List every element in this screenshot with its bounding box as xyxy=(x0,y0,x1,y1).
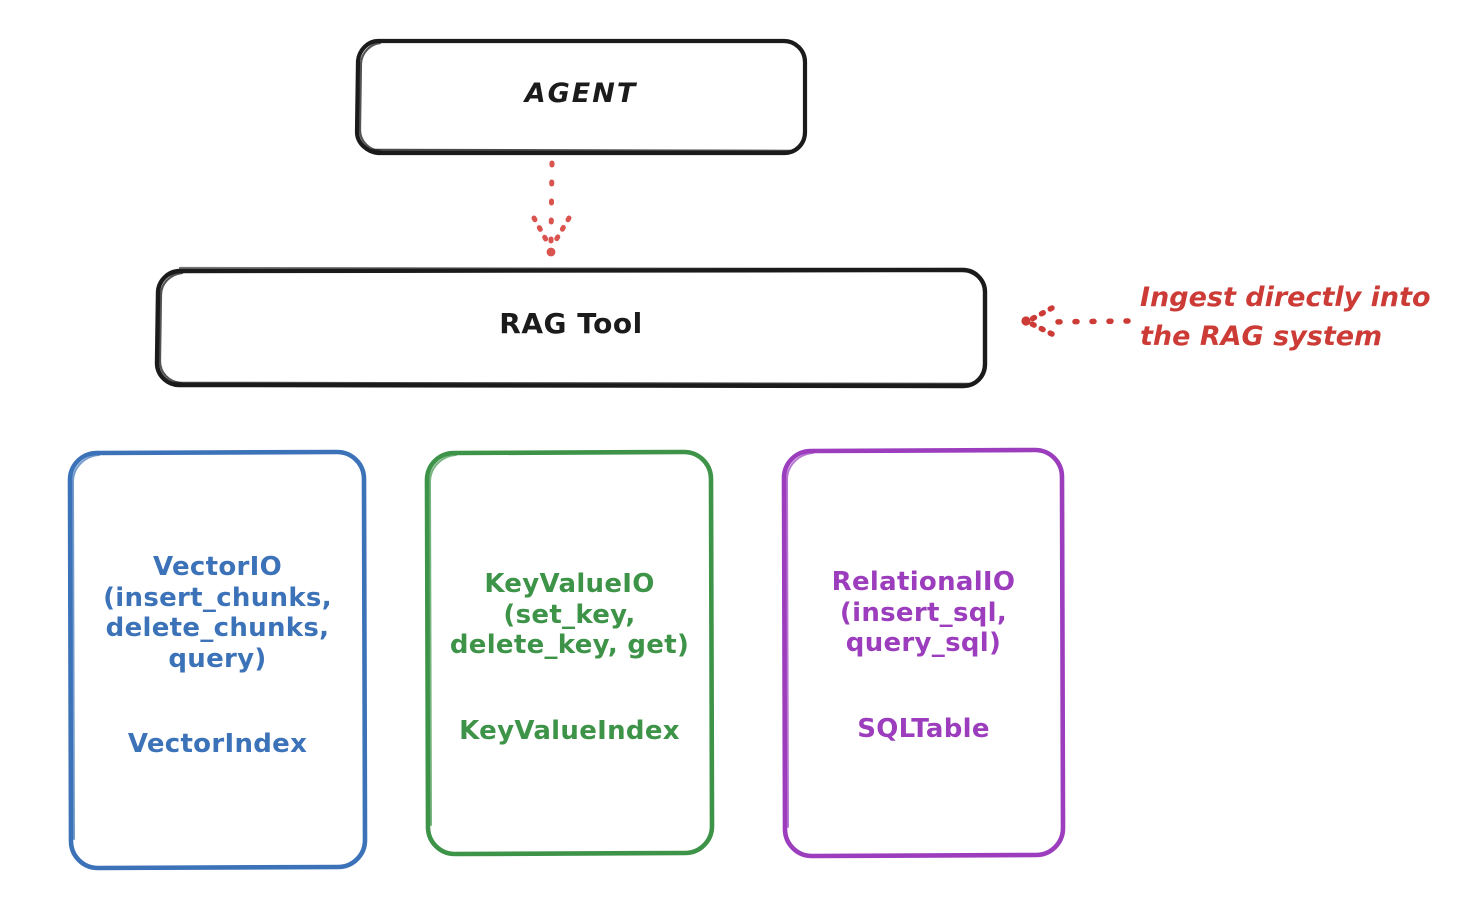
ingest-annotation-label: Ingest directly into the RAG system xyxy=(1140,282,1431,353)
vector-io-node-label-group: VectorIO (insert_chunks, delete_chunks, … xyxy=(70,533,365,779)
relational-io-methods-label: RelationalIO (insert_sql, query_sql) xyxy=(831,566,1016,659)
rag-tool-node-shape[interactable] xyxy=(154,266,988,389)
relational-io-node-shape[interactable] xyxy=(781,447,1066,859)
relational-io-node-label-group: RelationalIO (insert_sql, query_sql) SQL… xyxy=(784,548,1063,763)
agent-node-label: AGENT xyxy=(524,78,638,109)
key-value-io-node-shape[interactable] xyxy=(424,449,715,857)
vector-io-node-shape[interactable] xyxy=(67,449,368,871)
ingest-to-rag-arrow xyxy=(1021,305,1131,337)
agent-to-rag-arrow xyxy=(531,160,572,257)
vector-io-methods-label: VectorIO (insert_chunks, delete_chunks, … xyxy=(103,551,332,674)
key-value-io-methods-label: KeyValueIO (set_key, delete_key, get) xyxy=(449,568,690,661)
key-value-index-label: KeyValueIndex xyxy=(459,715,680,746)
agent-node-shape[interactable] xyxy=(354,38,808,156)
vector-index-label: VectorIndex xyxy=(127,729,308,760)
sql-table-label: SQLTable xyxy=(857,713,990,744)
rag-tool-node-label: RAG Tool xyxy=(499,307,643,340)
key-value-io-node-label-group: KeyValueIO (set_key, delete_key, get) Ke… xyxy=(427,550,712,765)
